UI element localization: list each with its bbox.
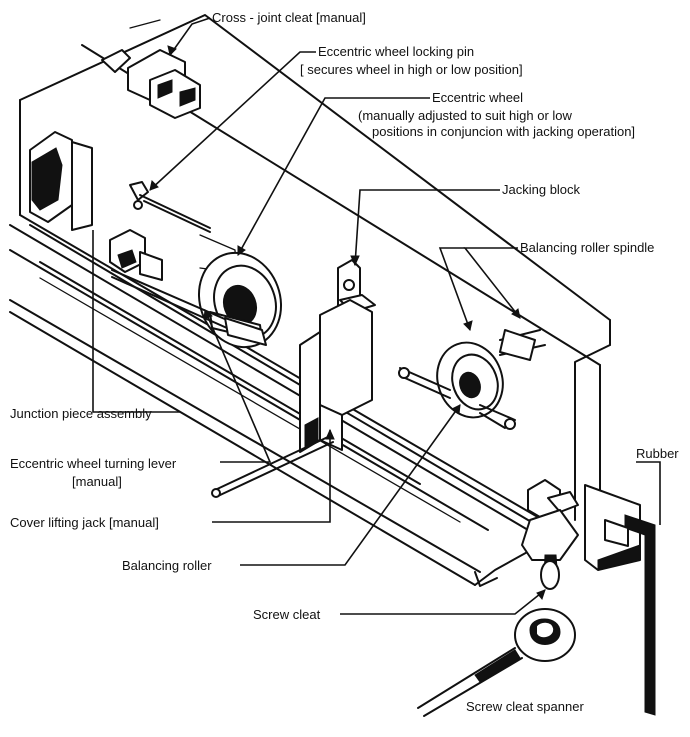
label-eccentric-wheel-line-2: (manually adjusted to suit high or low	[358, 108, 573, 123]
label-rubber: Rubber	[636, 446, 679, 461]
label-cross-joint-cleat: Cross - joint cleat [manual]	[212, 10, 366, 25]
label-turning-lever-line-1: Eccentric wheel turning lever	[10, 456, 177, 471]
label-locking-pin-line-1: Eccentric wheel locking pin	[318, 44, 474, 59]
screw-cleat-spanner	[417, 608, 576, 717]
label-eccentric-wheel-line-1: Eccentric wheel	[432, 90, 523, 105]
label-screw-cleat: Screw cleat	[253, 607, 321, 622]
label-jacking-block: Jacking block	[502, 182, 581, 197]
label-locking-pin-line-2: [ secures wheel in high or low position]	[300, 62, 523, 77]
junction-piece	[29, 131, 93, 231]
eccentric-wheel-locking-pin	[129, 181, 211, 233]
label-balancing-roller-spindle: Balancing roller spindle	[520, 240, 654, 255]
labels: Cross - joint cleat [manual] Eccentric w…	[10, 10, 679, 714]
label-eccentric-wheel-line-3: positions in conjuncion with jacking ope…	[372, 124, 635, 139]
screw-cleat	[521, 479, 579, 590]
label-screw-cleat-spanner: Screw cleat spanner	[466, 699, 584, 714]
coaming-rail	[9, 224, 656, 716]
label-balancing-roller: Balancing roller	[122, 558, 212, 573]
jacking-block	[211, 259, 376, 498]
cross-joint-cleat	[101, 49, 201, 119]
label-cover-lifting-jack: Cover lifting jack [manual]	[10, 515, 159, 530]
label-turning-lever-line-2: [manual]	[72, 474, 122, 489]
eccentric-wheel	[111, 251, 283, 349]
leader-lines	[92, 17, 661, 615]
label-junction-piece: Junction piece assembly	[10, 406, 152, 421]
balancing-roller	[398, 329, 546, 430]
